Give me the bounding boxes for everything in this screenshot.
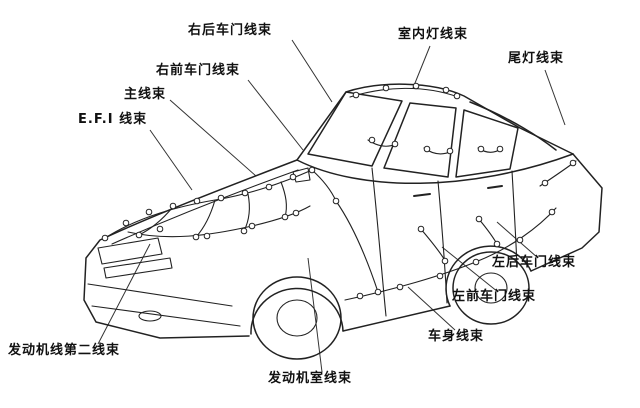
leader-engine-second xyxy=(97,243,151,345)
leader-interior-lamp xyxy=(412,45,431,89)
wheels xyxy=(252,251,530,360)
label-front-right-door-harness: 右前车门线束 xyxy=(156,63,241,78)
leader-front-right-door xyxy=(247,79,304,151)
label-main-harness: 主线束 xyxy=(124,87,167,102)
leader-efi-harness xyxy=(149,129,193,191)
leader-body-harness xyxy=(407,286,456,331)
front-wheel xyxy=(252,276,342,360)
rear-wheel xyxy=(452,251,530,325)
label-efi-harness: E.F.I 线束 xyxy=(78,112,148,127)
label-body-harness: 车身线束 xyxy=(428,329,485,344)
harness-connectors xyxy=(101,82,577,300)
leader-main-harness xyxy=(169,99,257,177)
leader-tail-lamp xyxy=(544,69,566,126)
car-body xyxy=(83,83,603,339)
label-front-left-door-harness: 左前车门线束 xyxy=(452,289,537,304)
leader-lines xyxy=(97,39,566,373)
label-interior-lamp-harness: 室内灯线束 xyxy=(398,27,469,42)
front-wheel-hub xyxy=(276,299,318,337)
label-engine-second-harness: 发动机线第二线束 xyxy=(8,343,121,358)
label-tail-lamp-harness: 尾灯线束 xyxy=(508,51,565,66)
label-rear-left-door-harness: 左后车门线束 xyxy=(492,255,577,270)
rear-wheel-hub xyxy=(474,272,508,304)
leader-rear-right-door xyxy=(291,39,333,103)
label-rear-right-door-harness: 右后车门线束 xyxy=(188,23,273,38)
label-engine-room-harness: 发动机室线束 xyxy=(268,371,353,386)
leader-front-left-door xyxy=(441,246,499,293)
